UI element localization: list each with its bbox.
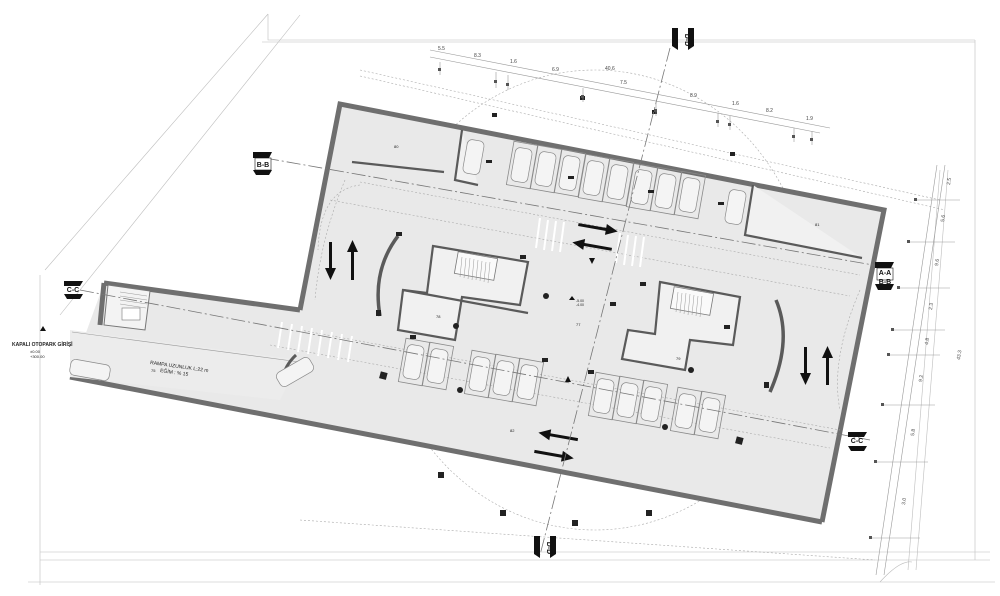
zone-label-77: 77 (576, 322, 581, 327)
section-label-aa-top: A-A (257, 152, 269, 159)
dim-right-8: 3.0 (901, 497, 908, 505)
arrow-up-right-lane (822, 346, 833, 385)
core-level: -5.00 (576, 299, 584, 303)
section-label-cc-right: C-C (851, 438, 863, 445)
dim-right-2: 5.6 (940, 214, 947, 222)
dim-right-overall: 43.3 (956, 350, 963, 361)
dim-right-3: 9.6 (934, 258, 941, 266)
dim-right-5: 4.8 (924, 337, 931, 345)
ramp-slope: EĞİM : % 15 (160, 367, 189, 378)
arrow-right-top (578, 223, 618, 235)
stair-core-left (453, 251, 499, 284)
dim-top-3: 1.6 (510, 59, 517, 65)
entrance-title: KAPALI OTOPARK GİRİŞİ (12, 341, 73, 348)
dim-right-6: 9.2 (918, 374, 925, 382)
arrow-down-right-lane (800, 347, 811, 385)
aisle-markings (269, 179, 861, 449)
entrance-annotation: KAPALI OTOPARK GİRİŞİ ±0.00 +300.00 (12, 326, 73, 359)
entrance-level-2: +300.00 (30, 354, 45, 359)
dim-top-overall: 40.6 (605, 66, 615, 72)
section-label-dd-top: D-D (683, 34, 690, 46)
section-label-aa-right: A-A (879, 270, 891, 277)
section-marker-d-top: D-D (672, 28, 694, 50)
arrow-right-bottom (534, 449, 574, 462)
entrance-ramp (70, 321, 353, 400)
arrow-down-left-lane (325, 242, 336, 280)
section-lines (79, 47, 891, 556)
arrow-left-top (572, 239, 613, 251)
parking-stalls-top (462, 139, 747, 225)
section-marker-c-right: C-C (848, 432, 867, 451)
section-label-dd-bottom: D-D (545, 542, 552, 554)
dim-top-9: 1.9 (806, 116, 813, 122)
section-marker-d-bottom: D-D (534, 536, 556, 558)
dim-right-1: 2.5 (946, 177, 953, 185)
section-label-cc-left: C-C (67, 287, 79, 294)
ramp-level: 75 (151, 368, 156, 373)
dim-top-5: 7.5 (620, 80, 627, 86)
section-marker-a-right: A-A B-B (875, 262, 894, 290)
dim-top-1: 5.5 (438, 46, 445, 52)
zone-labels: 80 81 82 78 79 77 -5.00 -4.00 (394, 144, 820, 433)
zone-label-81: 81 (815, 222, 820, 227)
dim-top-4: 6.9 (552, 67, 559, 73)
stair-core-entrance (103, 284, 151, 331)
core-level-2: -4.00 (576, 303, 584, 307)
site-context-lines (28, 13, 995, 585)
zone-label-80: 80 (394, 144, 399, 149)
parking-stalls-bottom (69, 337, 727, 440)
entrance-marker-icon (40, 326, 46, 331)
dimension-chain-top: 5.5 8.3 1.6 6.9 7.5 8.9 1.6 8.2 1.9 40.6 (429, 46, 831, 145)
zone-label-82: 82 (510, 428, 515, 433)
structural-columns (376, 96, 769, 526)
traffic-arrows (325, 223, 833, 462)
entrance-level: ±0.00 (30, 349, 41, 354)
zone-label-78: 78 (436, 314, 441, 319)
section-label-bb-top: B-B (257, 162, 269, 169)
dimension-chain-right: 2.5 5.6 9.6 2.3 4.8 9.2 5.8 3.0 43.3 (869, 164, 963, 576)
crosswalks (535, 217, 645, 268)
stair-core-right (669, 286, 715, 318)
dim-top-6: 8.9 (690, 93, 697, 99)
zone-label-79: 79 (676, 356, 681, 361)
dim-top-2: 8.3 (474, 53, 481, 59)
level-marker-icon (569, 296, 575, 300)
arrow-up-left-lane (347, 240, 358, 280)
dim-top-8: 8.2 (766, 108, 773, 114)
dim-right-4: 2.3 (928, 302, 935, 310)
center-marks (565, 258, 595, 382)
arrow-left-bottom (538, 429, 579, 442)
dim-top-7: 1.6 (732, 101, 739, 107)
section-label-bb-right: B-B (879, 279, 891, 286)
dim-right-7: 5.8 (910, 428, 917, 436)
section-marker-a-top: A-A B-B (253, 152, 272, 175)
section-marker-c-left: C-C (64, 281, 83, 299)
